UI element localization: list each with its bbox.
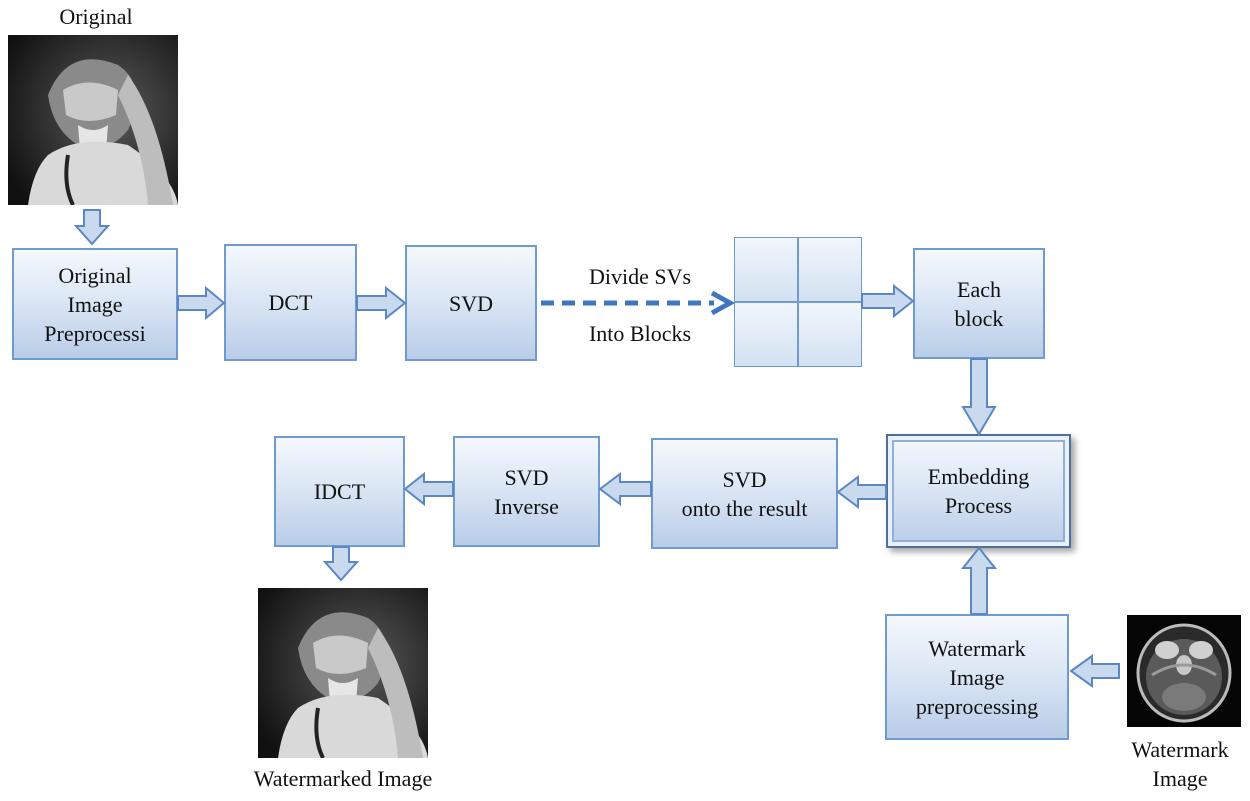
node-line: SVD <box>504 464 549 490</box>
node-line: Image <box>67 291 123 317</box>
node-line: preprocessing <box>915 693 1039 719</box>
watermark-mri-image <box>1127 615 1241 727</box>
node-line: IDCT <box>313 479 366 504</box>
watermark-image-caption-line1: Watermark <box>1131 737 1229 762</box>
node-line: SVD <box>448 290 493 316</box>
dashed-arrow-icon <box>541 290 736 316</box>
node-line: Inverse <box>494 493 559 519</box>
arrow-down-icon <box>73 209 111 246</box>
node-line: onto the result <box>681 495 808 521</box>
arrow-left-icon <box>598 472 652 506</box>
sv-block <box>734 302 798 367</box>
arrow-right-icon <box>356 285 407 321</box>
node-line: Image <box>949 664 1005 690</box>
original-image-caption: Original <box>59 4 133 29</box>
watermarked-image-caption: Watermarked Image <box>253 766 433 791</box>
svd-onto-result-box: SVD onto the result <box>651 438 838 549</box>
arrow-down-icon <box>961 358 997 436</box>
svd-inverse-box: SVD Inverse <box>453 436 600 547</box>
idct-box: IDCT <box>274 436 405 547</box>
node-line: Each <box>957 276 1001 302</box>
sv-block <box>734 237 798 302</box>
node-line: Original <box>58 262 132 288</box>
original-image-preprocessing-box: Original Image Preprocessi <box>12 248 178 360</box>
sv-block <box>798 237 862 302</box>
node-line: Preprocessi <box>44 320 146 346</box>
node-line: SVD <box>722 466 767 492</box>
arrow-right-icon <box>177 285 226 321</box>
watermarked-photo <box>258 588 428 758</box>
watermark-image-caption-line2: Image <box>1152 766 1208 791</box>
arrow-left-icon <box>403 471 454 507</box>
node-line: Watermark <box>928 635 1026 661</box>
node-line: Process <box>944 493 1013 518</box>
dct-box: DCT <box>224 244 357 361</box>
each-block-box: Each block <box>913 248 1045 359</box>
node-line: Embedding <box>927 464 1030 489</box>
arrow-left-icon <box>1069 654 1120 688</box>
arrow-right-icon <box>861 283 915 319</box>
arrow-left-icon <box>836 475 887 509</box>
arrow-down-icon <box>322 546 360 582</box>
divide-svs-label: Divide SVs <box>588 264 692 289</box>
node-line: block <box>954 305 1004 331</box>
original-photo <box>8 35 178 205</box>
arrow-up-icon <box>960 546 998 615</box>
sv-blocks-grid <box>734 237 862 367</box>
into-blocks-label: Into Blocks <box>588 321 692 346</box>
sv-block <box>798 302 862 367</box>
node-line: DCT <box>268 290 313 315</box>
svd-box: SVD <box>405 245 537 361</box>
embedding-process-box: Embedding Process <box>886 434 1071 548</box>
